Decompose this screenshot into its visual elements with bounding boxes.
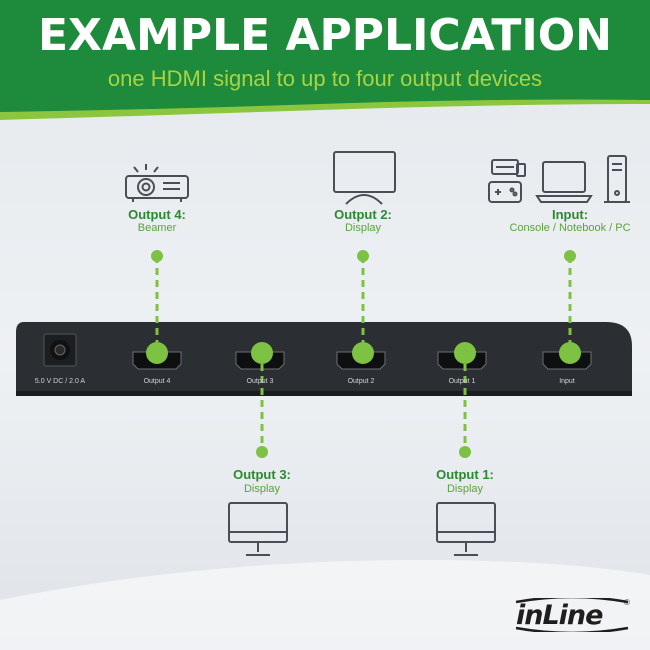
page-title: EXAMPLE APPLICATION [38, 10, 612, 61]
label-output-4-sub: Beamer [137, 222, 177, 234]
connector-dot [564, 250, 576, 262]
label-output-4-title: Output 4: [128, 207, 186, 222]
header-banner: EXAMPLE APPLICATION one HDMI signal to u… [0, 0, 650, 120]
monitor-icon [333, 151, 396, 205]
port-label-output-1: Output 1 [448, 378, 476, 385]
label-input-title: Input: [551, 207, 589, 222]
port-label-output-2: Output 2 [347, 378, 375, 385]
page-subtitle: one HDMI signal to up to four output dev… [107, 66, 543, 91]
connector-dot [151, 250, 163, 262]
port-label-input: Input [559, 378, 575, 385]
header-background [0, 0, 650, 120]
monitor-icon [228, 502, 288, 556]
power-label: 5.0 V DC / 2.0 A [34, 378, 86, 385]
port-dot-output-1 [454, 342, 476, 364]
logo-text: inLine [516, 600, 603, 631]
laptop-icon [535, 161, 593, 203]
connector-dot [459, 446, 471, 458]
power-jack [43, 333, 77, 367]
pc-tower-icon [604, 155, 630, 203]
label-input-sub: Console / Notebook / PC [509, 222, 631, 234]
label-output-3-sub: Display [243, 483, 281, 495]
monitor-icon [436, 502, 496, 556]
label-output-3-title: Output 3: [233, 467, 291, 482]
bottom-swoosh [0, 560, 650, 650]
label-output-2-sub: Display [344, 222, 382, 234]
label-output-2-title: Output 2: [334, 207, 392, 222]
logo-registered-mark: ® [624, 598, 630, 607]
connector-dot [256, 446, 268, 458]
port-dot-output-3 [251, 342, 273, 364]
port-dot-input [559, 342, 581, 364]
port-label-output-3: Output 3 [246, 378, 274, 385]
port-dot-output-4 [146, 342, 168, 364]
port-dot-output-2 [352, 342, 374, 364]
console-icon [488, 159, 526, 203]
projector-icon [125, 164, 189, 202]
label-output-1-title: Output 1: [436, 467, 494, 482]
inline-logo [515, 598, 629, 632]
label-output-1-sub: Display [446, 483, 484, 495]
connector-dot [357, 250, 369, 262]
port-label-output-4: Output 4 [143, 378, 171, 385]
